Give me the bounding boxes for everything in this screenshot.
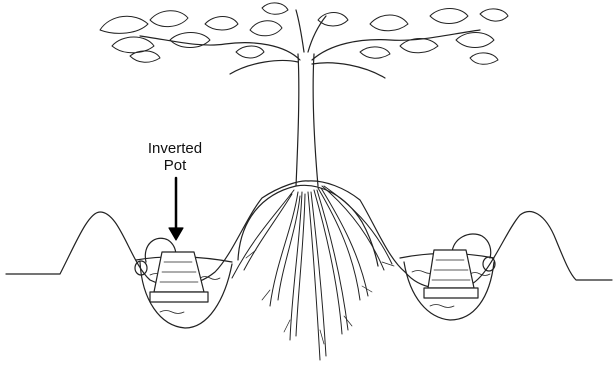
ground-profile	[6, 181, 612, 289]
leaf-cluster-center	[236, 3, 348, 58]
ground-line-left	[6, 181, 308, 286]
root-center	[308, 192, 326, 360]
root-left-mid	[270, 192, 300, 306]
pot-right-body	[428, 250, 474, 288]
pot-left-rim	[150, 292, 208, 302]
trunk-branch-left	[140, 36, 300, 74]
trunk-left-edge	[296, 54, 299, 186]
pot-right-rim	[424, 288, 478, 298]
tree-canopy	[100, 3, 508, 64]
leaf-cluster-left	[100, 11, 238, 63]
tree-roots	[232, 186, 394, 360]
root-right-mid	[318, 188, 368, 300]
trunk-branch-right	[312, 30, 480, 78]
root-fine-hairs	[246, 250, 394, 344]
annotation-arrow	[169, 178, 183, 240]
inverted-pot-left	[150, 252, 208, 302]
tree-trunk	[140, 10, 480, 186]
arrow-head	[169, 228, 183, 240]
trunk-right-edge	[313, 54, 318, 186]
leaf-cluster-right	[360, 9, 508, 65]
inverted-pot-right	[424, 250, 478, 298]
